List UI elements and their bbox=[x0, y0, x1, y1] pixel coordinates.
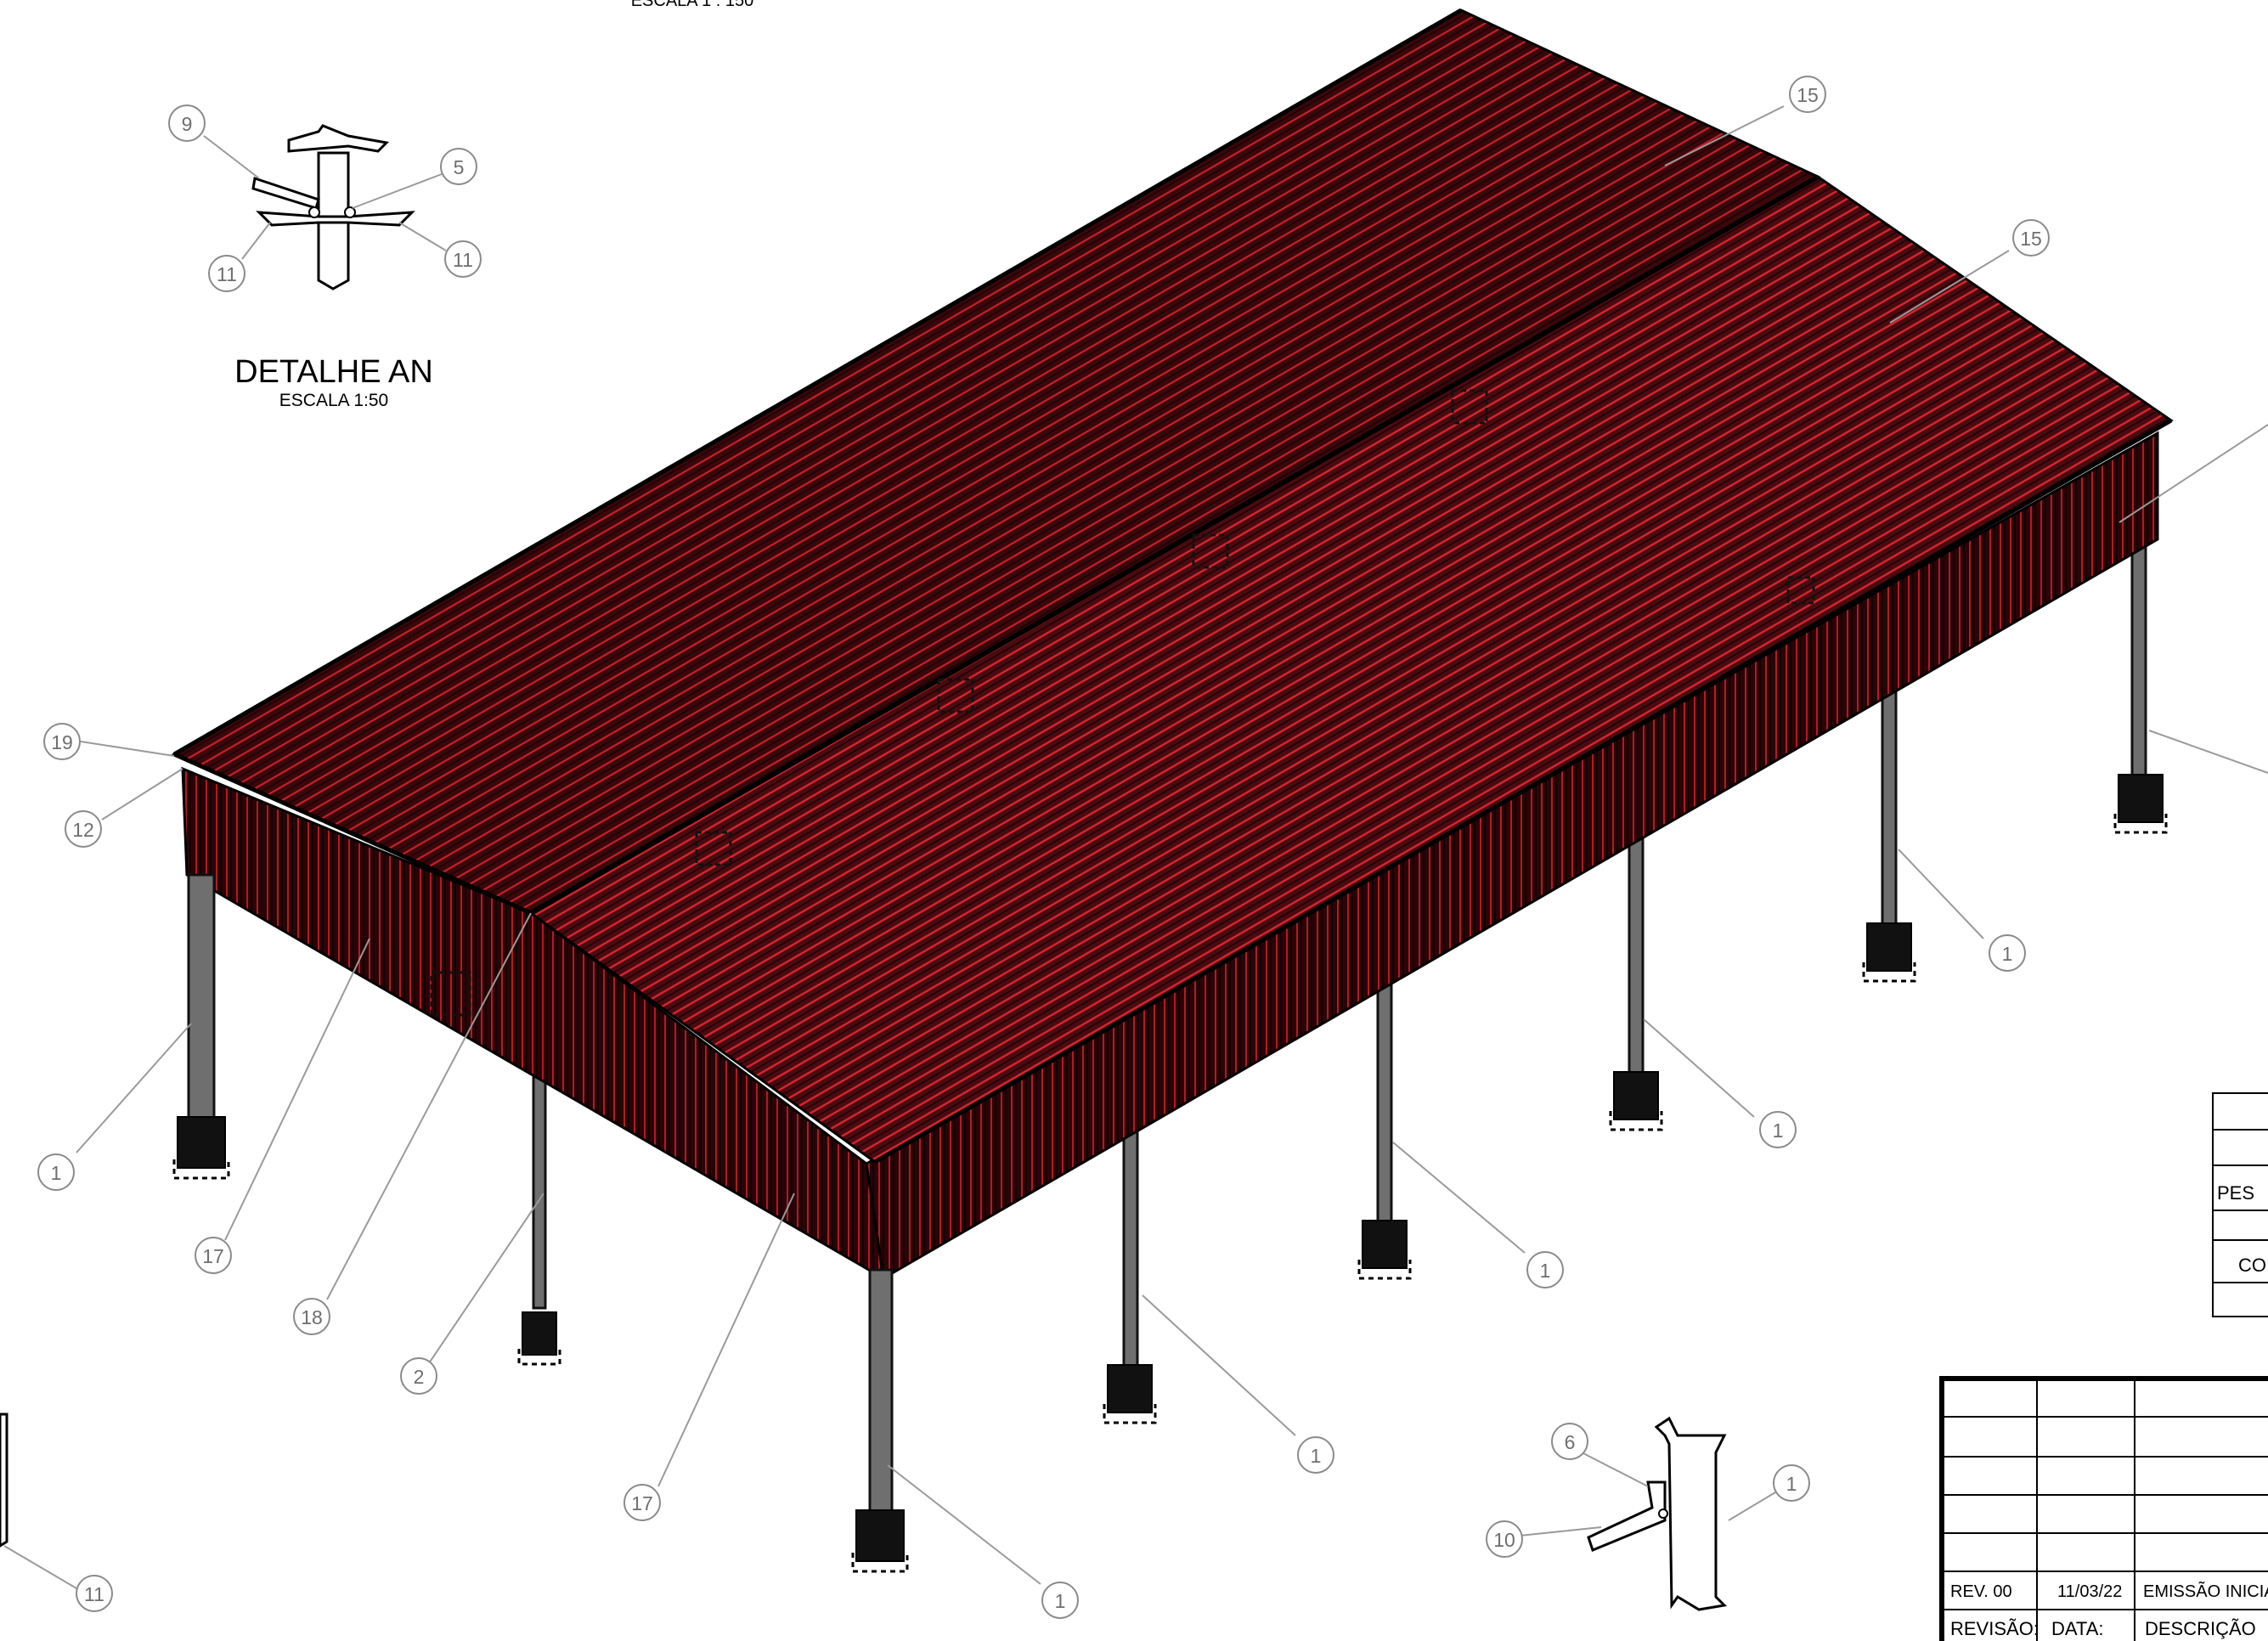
svg-text:1: 1 bbox=[51, 1162, 62, 1184]
detail-an-bolt bbox=[344, 206, 356, 218]
columns-front bbox=[187, 873, 894, 1514]
svg-text:5: 5 bbox=[454, 156, 465, 178]
roof-eave-far bbox=[172, 8, 1463, 757]
roof-eave-near bbox=[873, 418, 2173, 1164]
rev-label: REV. 00 bbox=[1950, 1582, 2012, 1601]
svg-text:11: 11 bbox=[217, 263, 237, 285]
callout-1: 1 bbox=[1297, 1436, 1334, 1474]
callout-5: 5 bbox=[440, 148, 477, 185]
detail-an-title: DETALHE AN bbox=[234, 354, 433, 390]
top-scale-label: ESCALA 1 : 150 bbox=[631, 0, 754, 10]
callout-10: 10 bbox=[1486, 1520, 1523, 1558]
callout-11: 11 bbox=[208, 255, 245, 292]
callout-1: 1 bbox=[1773, 1464, 1810, 1502]
callout-17: 17 bbox=[195, 1237, 232, 1274]
svg-text:10: 10 bbox=[1493, 1529, 1515, 1551]
roof-ridge bbox=[529, 174, 1819, 916]
svg-text:17: 17 bbox=[631, 1492, 653, 1514]
left-edge-detail: 11 bbox=[0, 1413, 113, 1612]
svg-text:6: 6 bbox=[1565, 1431, 1576, 1453]
rev-date: 11/03/22 bbox=[2057, 1582, 2122, 1601]
callout-19: 19 bbox=[43, 723, 81, 760]
svg-text:1: 1 bbox=[1055, 1590, 1066, 1612]
svg-text:19: 19 bbox=[51, 731, 73, 753]
side-table: PES CO bbox=[2212, 1092, 2268, 1317]
svg-text:2: 2 bbox=[414, 1366, 425, 1388]
detail-column-brace: 6 10 1 bbox=[1486, 1416, 1810, 1611]
roof-ventilators bbox=[430, 389, 1815, 1017]
header-revision: REVISÃO: bbox=[1950, 1618, 2039, 1639]
svg-text:9: 9 bbox=[182, 113, 193, 135]
svg-text:15: 15 bbox=[2020, 228, 2042, 250]
svg-text:18: 18 bbox=[301, 1306, 323, 1328]
svg-text:11: 11 bbox=[84, 1583, 104, 1605]
side-table-row: PES bbox=[2217, 1182, 2254, 1204]
svg-text:1: 1 bbox=[2002, 943, 2013, 965]
callout-18: 18 bbox=[293, 1298, 330, 1335]
callout-15: 15 bbox=[2012, 219, 2050, 257]
svg-text:12: 12 bbox=[72, 819, 94, 841]
svg-text:1: 1 bbox=[1786, 1473, 1797, 1495]
svg-text:17: 17 bbox=[202, 1245, 224, 1267]
callout-2: 2 bbox=[400, 1357, 437, 1395]
column-base-plates bbox=[172, 774, 2168, 1573]
detail-an: 9 5 11 11 DETALHE AN ESCALA 1:50 bbox=[168, 104, 482, 410]
callout-1: 1 bbox=[1526, 1251, 1564, 1289]
detail-an-brace bbox=[251, 177, 320, 210]
rev-description: EMISSÃO INICIAL bbox=[2143, 1581, 2268, 1601]
detail-brace-plate bbox=[1587, 1480, 1667, 1552]
svg-text:1: 1 bbox=[1773, 1119, 1784, 1142]
callout-11: 11 bbox=[444, 240, 482, 278]
callout-9: 9 bbox=[168, 104, 206, 142]
callout-1: 1 bbox=[1989, 934, 2026, 972]
callout-17: 17 bbox=[623, 1484, 661, 1521]
svg-text:1: 1 bbox=[1540, 1260, 1551, 1282]
svg-text:1: 1 bbox=[1311, 1445, 1322, 1467]
detail-an-scale: ESCALA 1:50 bbox=[279, 391, 388, 410]
detail-an-cap bbox=[287, 124, 390, 153]
detail-column bbox=[1654, 1416, 1728, 1611]
callout-15: 15 bbox=[1789, 76, 1826, 113]
callout-6: 6 bbox=[1551, 1423, 1588, 1460]
callout-1: 1 bbox=[1759, 1111, 1797, 1148]
header-date: DATA: bbox=[2051, 1618, 2104, 1639]
callout-1: 1 bbox=[37, 1153, 75, 1191]
title-block: REV. 00 11/03/22 EMISSÃO INICIAL REVISÃO… bbox=[1939, 1376, 2268, 1641]
detail-an-beam bbox=[256, 211, 415, 227]
leader-lines bbox=[76, 105, 2268, 1585]
main-isometric-view: 15 15 19 12 1 17 18 2 17 1 1 1 1 1 bbox=[37, 8, 2268, 1619]
callout-1: 1 bbox=[1041, 1582, 1079, 1619]
gable-rake bbox=[172, 752, 533, 916]
svg-text:11: 11 bbox=[453, 249, 473, 271]
callout-11: 11 bbox=[76, 1575, 113, 1612]
detail-an-bolt bbox=[308, 206, 320, 218]
callout-12: 12 bbox=[65, 810, 102, 848]
header-description: DESCRIÇÃO bbox=[2145, 1618, 2256, 1639]
side-table-row: CO bbox=[2238, 1255, 2266, 1276]
svg-text:15: 15 bbox=[1797, 84, 1819, 106]
